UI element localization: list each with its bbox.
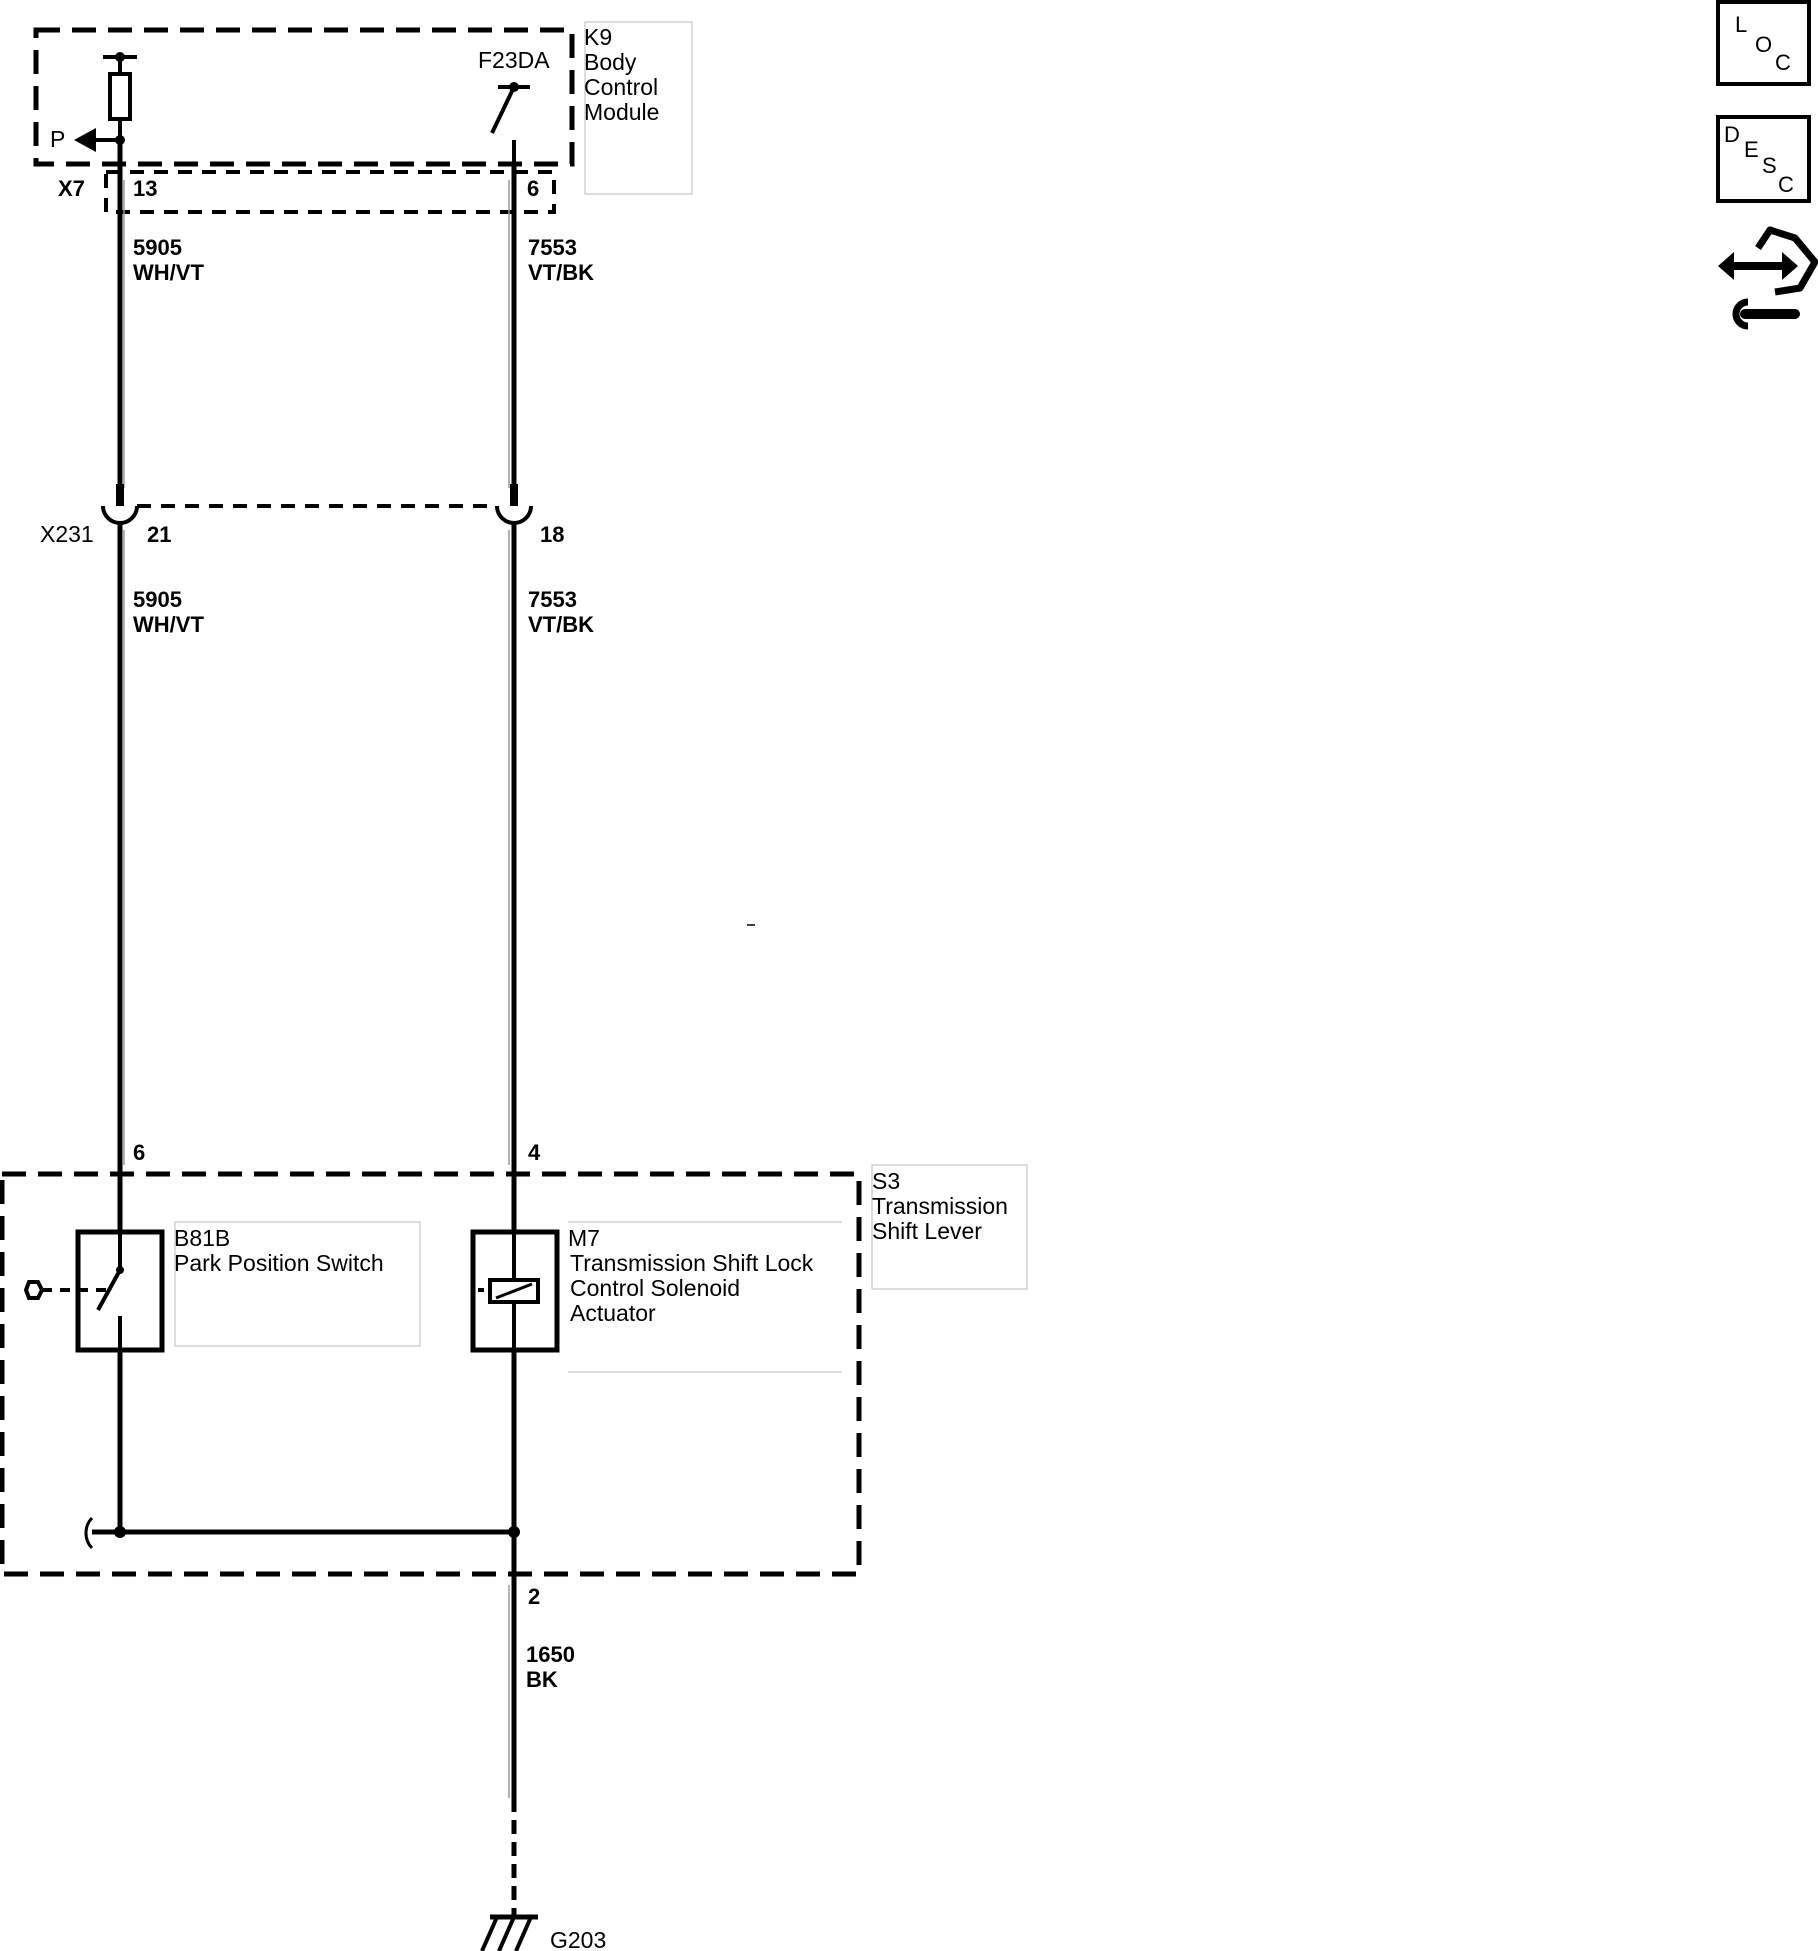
s3-id: S3 [872,1168,900,1194]
wire-7553-upper-circuit: 7553 [528,235,577,260]
f23da-label: F23DA [478,47,550,73]
wire-5905-lower-circuit: 5905 [133,587,182,612]
desc-letter-d: D [1724,122,1740,147]
b81b-name: Park Position Switch [174,1250,384,1276]
m7-id: M7 [568,1225,600,1251]
wire-1650-color: BK [526,1667,558,1692]
wire-5905-lower-color: WH/VT [133,612,204,637]
s3-pin-2: 2 [528,1584,540,1609]
s3-pin-6: 6 [133,1140,145,1165]
m7-name-line3: Actuator [570,1300,656,1326]
wire-7553-upper-color: VT/BK [528,260,594,285]
x231-pin-21: 21 [147,522,171,547]
m7-solenoid-symbol [470,1229,560,1353]
wire-1650-circuit: 1650 [526,1642,575,1667]
x231-connector-label: X231 [40,521,94,547]
k9-module-boundary [33,27,575,167]
wire-5905-upper-color: WH/VT [133,260,204,285]
desc-letter-c: C [1778,172,1794,197]
internal-ground-bus [84,1516,520,1550]
wire-7553 [495,165,533,1532]
x7-pin-13: 13 [133,176,157,201]
wire-7553-lower-color: VT/BK [528,612,594,637]
m7-name-line1: Transmission Shift Lock [570,1250,814,1276]
s3-module-boundary [0,1171,862,1577]
x7-pin-6: 6 [527,176,539,201]
s3-label-frame [871,1164,1028,1290]
loc-letter-o: O [1755,32,1772,57]
wire-7553-lower-circuit: 7553 [528,587,577,612]
m7-name-line2: Control Solenoid [570,1275,740,1301]
ground-icon [480,1914,538,1951]
wire-5905-upper-circuit: 5905 [133,235,182,260]
s3-name-line2: Shift Lever [872,1218,982,1244]
b81b-label-frame [174,1221,421,1347]
p-output-label: P [50,126,65,152]
k9-name-line2: Control [584,74,658,100]
s3-pin-4: 4 [528,1140,541,1165]
loc-letter-l: L [1735,12,1747,37]
s3-name-line1: Transmission [872,1193,1008,1219]
k9-fuse-symbol [103,52,137,145]
b81b-id: B81B [174,1225,230,1251]
loc-letter-c: C [1775,50,1791,75]
p-output-arrow-icon [74,128,120,152]
k9-id: K9 [584,24,612,50]
x231-pin-18: 18 [540,522,564,547]
f23da-switch-symbol [490,82,530,165]
k9-name-line3: Module [584,99,659,125]
loc-button[interactable]: L O C [1716,0,1811,86]
mechanical-link-icon [23,1280,45,1300]
b81b-switch-symbol [42,1229,165,1353]
x7-connector-outline [104,170,556,214]
connector-tool-icon[interactable] [1718,226,1818,330]
wire-1650 [508,1532,517,1917]
wire-5905 [101,140,139,1532]
k9-name-line1: Body [584,49,637,75]
desc-button[interactable]: D E S C [1716,115,1811,203]
x7-connector-label: X7 [58,176,85,201]
desc-letter-s: S [1762,153,1777,178]
desc-letter-e: E [1744,137,1759,162]
ground-label: G203 [550,1927,606,1951]
k9-label-frame [584,21,693,195]
